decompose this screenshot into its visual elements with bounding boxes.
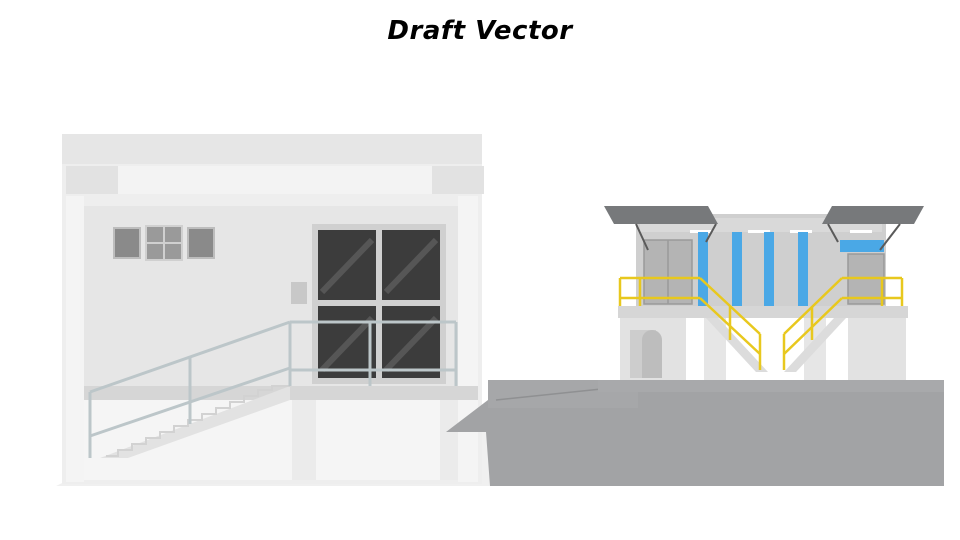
left-fascia-cap-right [432, 166, 484, 194]
left-pier-2 [440, 400, 458, 480]
right-deck-slab [618, 306, 908, 318]
window-left [113, 227, 141, 259]
left-fascia [66, 166, 484, 194]
left-pier [292, 400, 316, 480]
right-column [458, 196, 478, 482]
left-column [66, 196, 84, 482]
canopy-right [822, 206, 924, 224]
canopy-left [604, 206, 718, 224]
left-stair [100, 385, 290, 458]
window-right [187, 227, 215, 259]
blue-stripe [798, 232, 808, 306]
left-building [56, 134, 490, 486]
blue-stripe [764, 232, 774, 306]
blue-panel [840, 240, 884, 252]
left-undercroft [84, 400, 458, 480]
title: Draft Vector [387, 16, 573, 46]
glass-door [312, 224, 446, 384]
left-fascia-cap-left [66, 166, 118, 194]
left-handrail [88, 320, 458, 458]
left-parapet [62, 134, 482, 164]
blue-stripe [732, 232, 742, 306]
blue-stripe [698, 232, 708, 306]
right-building [598, 206, 944, 392]
wall-switch [291, 282, 307, 304]
right-pier [848, 318, 906, 380]
site-ground [446, 380, 944, 486]
yellow-railing [618, 276, 904, 370]
